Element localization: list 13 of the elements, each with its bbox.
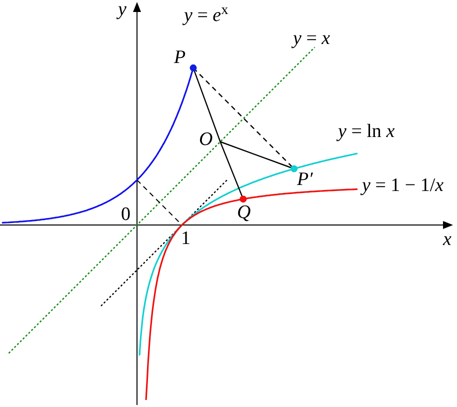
math-label: y = x xyxy=(293,29,330,48)
math-label: y xyxy=(118,0,126,19)
line-segment xyxy=(192,68,294,170)
point-label: P xyxy=(174,48,186,67)
math-label: 0 xyxy=(121,205,130,224)
point-label: Q xyxy=(237,203,251,222)
math-label: 1 xyxy=(181,229,190,248)
math-label: y = e$^{x}$ xyxy=(184,6,228,25)
math-label: y = 1 − 1/x xyxy=(362,176,444,195)
math-label: y = ln x xyxy=(338,122,395,141)
point-label: O xyxy=(199,130,213,149)
math-label: x xyxy=(443,230,452,249)
point-label: P′ xyxy=(297,170,313,189)
